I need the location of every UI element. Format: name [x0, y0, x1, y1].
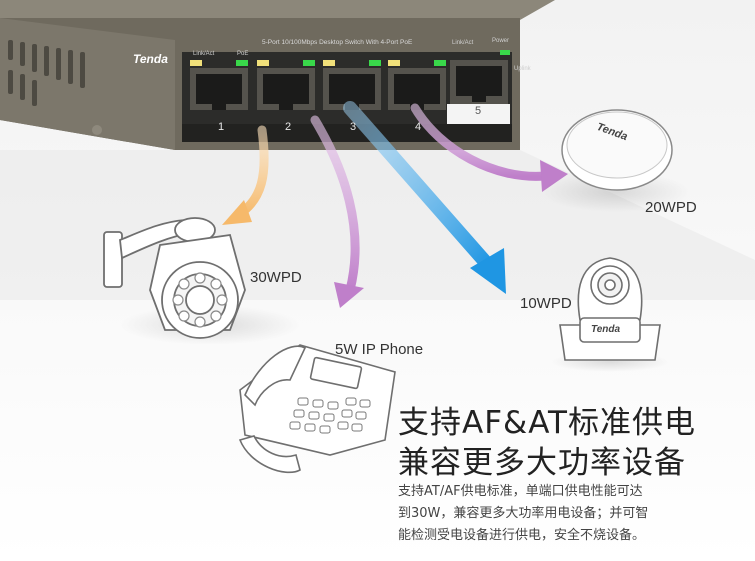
brand-logo: Tenda — [133, 52, 168, 66]
ptz-camera-device — [103, 217, 300, 345]
led-green — [236, 60, 248, 66]
arrow-blue — [343, 101, 506, 294]
uplink-label-box — [447, 104, 510, 124]
led-green — [303, 60, 315, 66]
arrow-purple-phone — [310, 115, 364, 308]
uplink-label: Uplink — [514, 66, 531, 72]
arrow-purple-ap — [410, 103, 568, 192]
vent-slots — [8, 40, 85, 106]
ip-phone-device — [238, 344, 396, 474]
port-number-4: 4 — [414, 121, 422, 133]
arrow-orange — [222, 125, 269, 225]
ap-power-label: 20WPD — [645, 199, 697, 216]
ip-phone-power-label: 5W IP Phone — [335, 341, 424, 358]
access-point-device — [541, 109, 691, 212]
port-number-5: 5 — [474, 105, 482, 117]
headline-line-1: 支持AF&AT标准供电 — [398, 405, 696, 441]
description-line-2: 到30W，兼容更多大功率用电设备；并可智 — [398, 506, 649, 521]
port-number-1: 1 — [217, 121, 225, 133]
cube-camera-device — [550, 257, 670, 372]
link-act-label-5: Link/Act — [452, 40, 474, 46]
port-2 — [257, 60, 315, 110]
led-amber — [388, 60, 400, 66]
ptz-power-label: 30WPD — [250, 269, 302, 286]
port-3 — [323, 60, 381, 110]
led-power — [500, 50, 510, 55]
switch-model-text: 5-Port 10/100Mbps Desktop Switch With 4-… — [262, 39, 413, 46]
poe-label: PoE — [237, 51, 249, 57]
led-amber — [190, 60, 202, 66]
link-act-label: Link/Act — [193, 51, 215, 57]
led-amber — [323, 60, 335, 66]
camera-brand-logo: Tenda — [591, 324, 621, 335]
power-label: Power — [492, 38, 510, 44]
description-line-3: 能检测受电设备进行供电，安全不烧设备。 — [398, 528, 646, 543]
rj45-ports — [190, 50, 510, 110]
port-4 — [388, 60, 446, 110]
cube-camera-power-label: 10WPD — [520, 295, 572, 312]
port-5 — [450, 50, 510, 104]
description-line-1: 支持AT/AF供电标准，单端口供电性能可达 — [398, 484, 643, 499]
port-number-3: 3 — [349, 121, 357, 133]
led-amber — [257, 60, 269, 66]
port-1 — [190, 60, 248, 110]
screw — [92, 125, 102, 135]
led-green — [434, 60, 446, 66]
port-number-2: 2 — [284, 121, 292, 133]
led-green — [369, 60, 381, 66]
headline-line-2: 兼容更多大功率设备 — [398, 445, 686, 481]
